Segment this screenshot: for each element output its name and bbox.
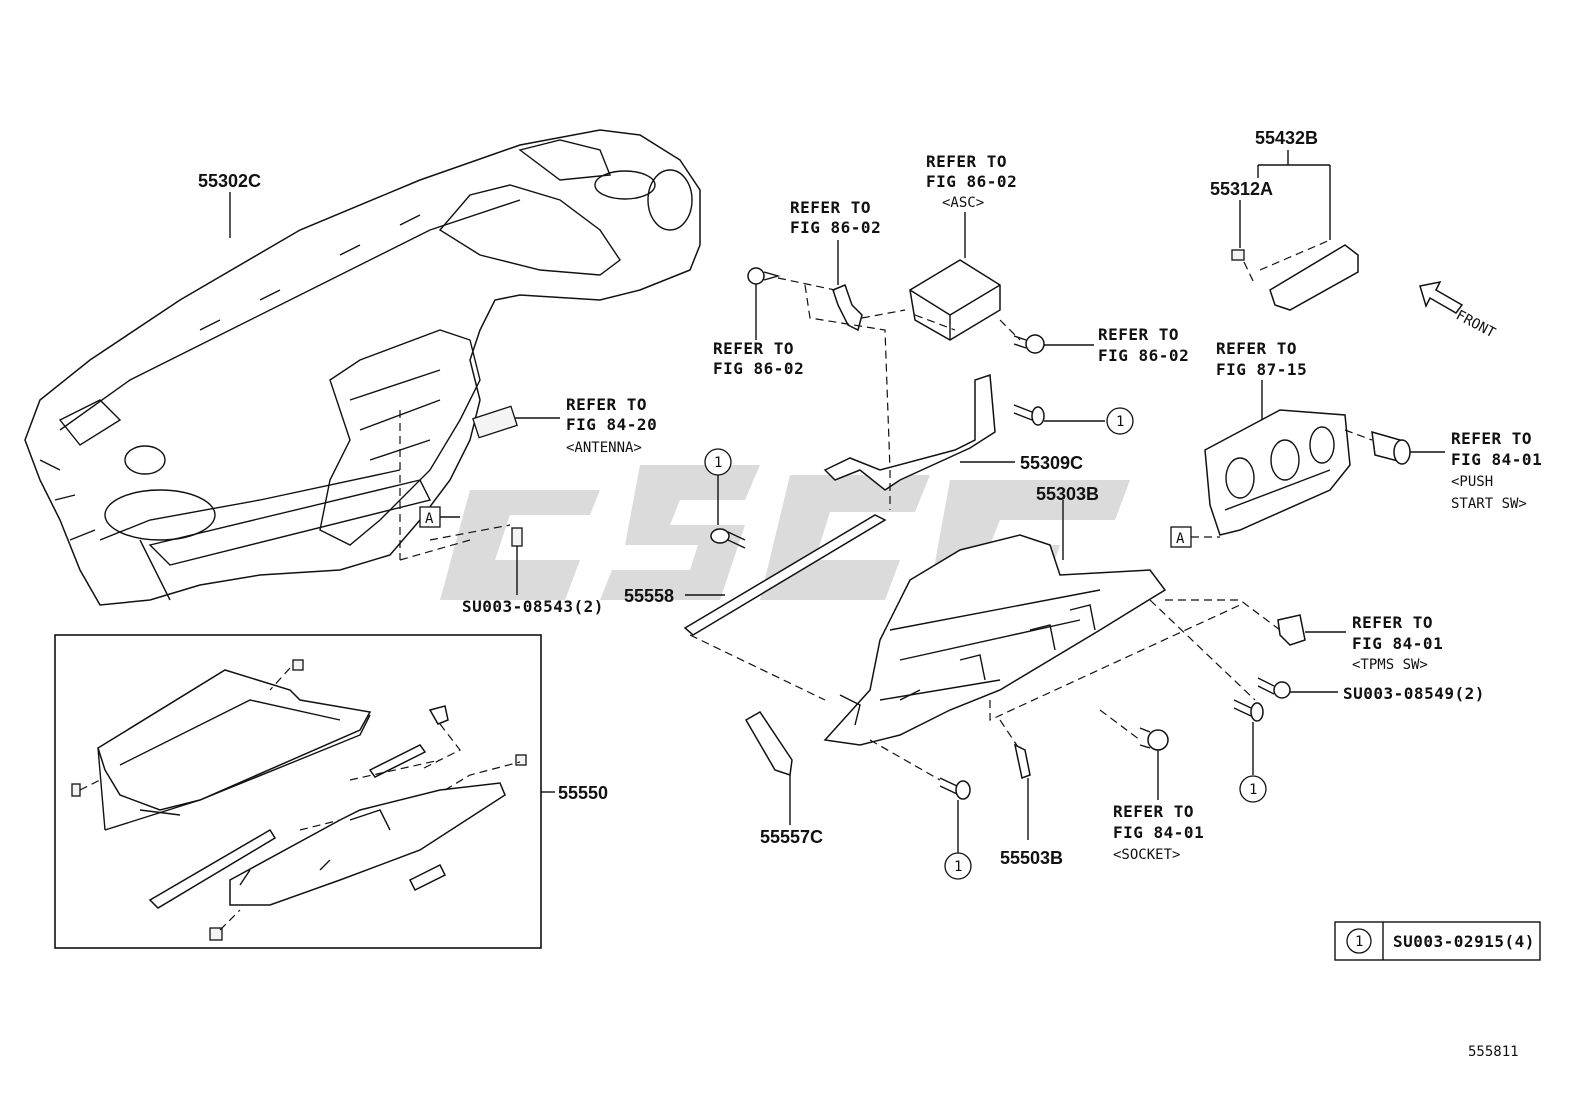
screw-icon-b	[710, 528, 746, 549]
ref-socket-line1: REFER TO	[1113, 802, 1194, 821]
tpms-switch-icon	[1277, 614, 1306, 646]
ref-pushstart-line2: FIG 84-01	[1451, 450, 1542, 469]
part-label-55558: 55558	[624, 586, 674, 606]
bracket-55309c-drawing	[823, 373, 996, 491]
legend-circle-symbol	[1346, 928, 1372, 954]
push-start-switch-icon	[1371, 430, 1411, 465]
screw-icon-d	[1233, 699, 1264, 722]
diagram-id: 555811	[1468, 1044, 1519, 1060]
hinge-55557c-icon	[744, 711, 793, 776]
ref-pushstart-line3: <PUSH	[1451, 474, 1493, 490]
nut-icon	[1013, 334, 1045, 354]
callout-circle-1-c-label: 1	[954, 859, 962, 875]
part-label-55550: 55550	[558, 783, 608, 803]
callout-circle-1-a-label: 1	[1116, 414, 1124, 430]
reference-box-a-left-label: A	[425, 511, 434, 527]
rail-55558-drawing	[683, 514, 887, 636]
front-direction-arrow	[1419, 280, 1464, 314]
ref-bracket-line1: REFER TO	[790, 198, 871, 217]
ref-bolt-line1: REFER TO	[713, 339, 794, 358]
ref-tpms-line3: <TPMS SW>	[1352, 657, 1428, 673]
ref-antenna-line3: <ANTENNA>	[566, 440, 642, 456]
part-label-55557c: 55557C	[760, 827, 823, 847]
glove-box-assembly-drawing	[71, 659, 527, 941]
ref-asc-line2: FIG 86-02	[926, 172, 1017, 191]
part-label-55312a: 55312A	[1210, 179, 1273, 199]
ref-asc-line1: REFER TO	[926, 152, 1007, 171]
legend-table	[1334, 921, 1541, 961]
part-label-55503b: 55503B	[1000, 848, 1063, 868]
bracket-icon	[832, 284, 863, 332]
bulb-55503b-icon	[1013, 743, 1031, 780]
ref-antenna-line1: REFER TO	[566, 395, 647, 414]
callout-circle-1-d	[1239, 775, 1267, 803]
ref-climate-line2: FIG 87-15	[1216, 360, 1307, 379]
ref-tpms-line1: REFER TO	[1352, 613, 1433, 632]
part-label-su003-08543: SU003-08543(2)	[462, 597, 604, 616]
ref-nut-line2: FIG 86-02	[1098, 346, 1189, 365]
callout-circle-1-c	[944, 852, 972, 880]
part-label-55302c: 55302C	[198, 171, 261, 191]
legend-part-label: SU003-02915(4)	[1393, 932, 1535, 951]
part-label-55303b: 55303B	[1036, 484, 1099, 504]
callout-circle-1-d-label: 1	[1249, 782, 1257, 798]
part-label-55309c: 55309C	[1020, 453, 1083, 473]
ref-pushstart-line4: START SW>	[1451, 496, 1527, 512]
ref-bolt-line2: FIG 86-02	[713, 359, 804, 378]
screw-icon-c	[939, 777, 971, 800]
ref-nut-line1: REFER TO	[1098, 325, 1179, 344]
ref-socket-line3: <SOCKET>	[1113, 847, 1180, 863]
dashboard-panel-drawing	[24, 129, 701, 606]
ref-climate-line1: REFER TO	[1216, 339, 1297, 358]
ref-bracket-line2: FIG 86-02	[790, 218, 881, 237]
part-label-55432b: 55432B	[1255, 128, 1318, 148]
clip-icon	[511, 527, 523, 547]
screw-icon-a	[1013, 404, 1045, 426]
ref-pushstart-line1: REFER TO	[1451, 429, 1532, 448]
clip-55312a-icon	[1231, 249, 1245, 261]
socket-icon	[1139, 727, 1169, 751]
ref-socket-line2: FIG 84-01	[1113, 823, 1204, 842]
callout-circle-1-a	[1106, 407, 1134, 435]
asc-module-icon	[909, 259, 1001, 341]
callout-circle-1-b-label: 1	[714, 455, 722, 471]
glove-box-frame-55303b-drawing	[823, 534, 1167, 746]
part-label-su003-08549: SU003-08549(2)	[1343, 684, 1485, 703]
clip-nut-icon	[1257, 677, 1291, 699]
ref-antenna-line2: FIG 84-20	[566, 415, 657, 434]
ref-tpms-line2: FIG 84-01	[1352, 634, 1443, 653]
climate-control-panel-drawing	[1204, 409, 1351, 536]
reference-box-a-right-label: A	[1176, 531, 1185, 547]
front-direction-label: FRONT	[1453, 307, 1498, 341]
bracket-55432b-drawing	[1269, 244, 1359, 311]
bolt-icon	[747, 267, 781, 285]
legend-symbol-label: 1	[1355, 934, 1363, 950]
ref-asc-line3: <ASC>	[942, 195, 984, 211]
